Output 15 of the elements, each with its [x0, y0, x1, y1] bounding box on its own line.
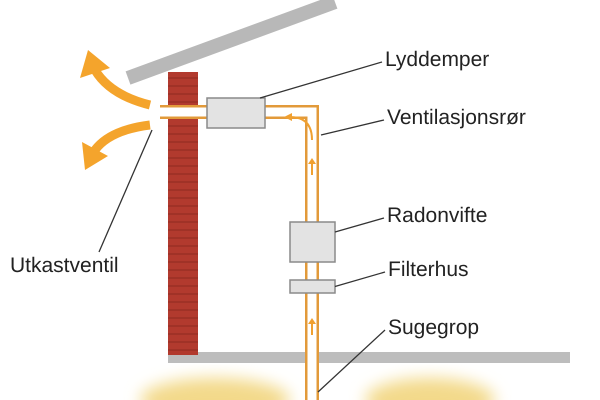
callout-label: Radonvifte	[387, 204, 488, 228]
leader-line	[320, 119, 384, 136]
silencer-box	[206, 97, 266, 129]
callout-label: Ventilasjonsrør	[387, 106, 526, 130]
fan-box	[289, 221, 336, 263]
filter-housing	[289, 279, 336, 294]
callout-label: Utkastventil	[10, 254, 119, 278]
leader-line	[98, 130, 153, 252]
callout-label: Sugegrop	[388, 316, 480, 340]
callout-label: Filterhus	[388, 258, 469, 282]
callout-label: Lyddemper	[385, 48, 490, 72]
leader-line	[334, 271, 386, 288]
leader-line	[334, 217, 384, 233]
leader-line	[260, 61, 382, 99]
leader-line	[318, 330, 386, 392]
